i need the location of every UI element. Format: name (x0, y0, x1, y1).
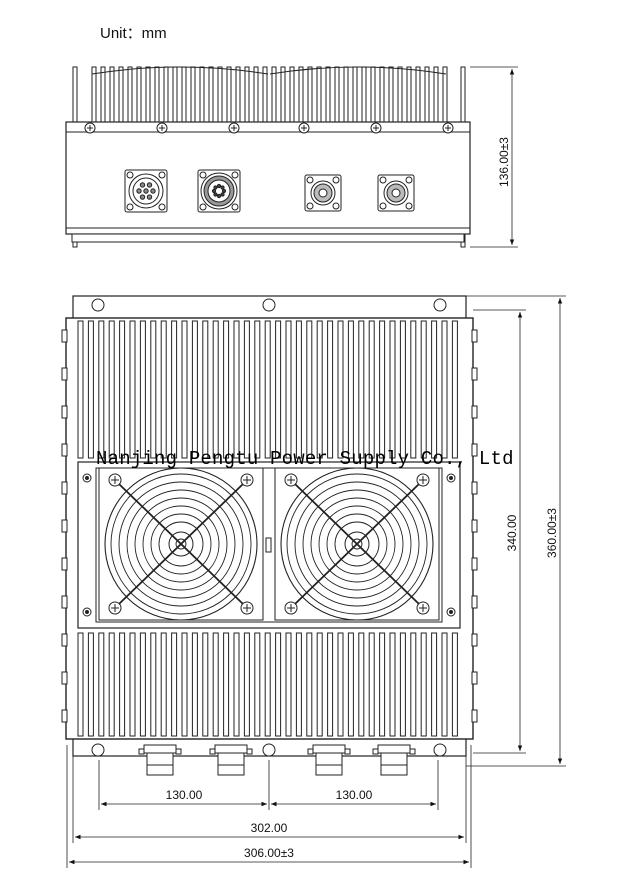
fin (190, 66, 196, 123)
screw-icon (298, 122, 310, 134)
fin (244, 66, 250, 123)
screw-icon (442, 122, 454, 134)
mounting-hole-icon (91, 743, 105, 757)
fin (433, 66, 439, 123)
fin (181, 66, 187, 123)
dim-front-height-label: 136.00±3 (497, 137, 511, 187)
mounting-hole-icon (433, 298, 447, 312)
connector-icon (304, 174, 342, 212)
dim-inner-height-label: 340.00 (505, 514, 519, 551)
screw-icon (156, 122, 168, 134)
connector-icon (377, 174, 415, 212)
fan-icon (274, 467, 440, 621)
fin (208, 66, 214, 123)
fin (271, 66, 277, 123)
dim-outer-height-label: 360.00±3 (545, 508, 559, 558)
top-view (61, 295, 478, 776)
mounting-holes (91, 298, 447, 757)
bottom-connectors (138, 744, 416, 776)
fin (316, 66, 322, 123)
fin (388, 66, 394, 123)
fin (163, 66, 169, 123)
front-view (65, 66, 471, 248)
fin (442, 66, 448, 123)
fin (334, 66, 340, 123)
fin (235, 66, 241, 123)
fin (352, 66, 358, 123)
mounting-hole-icon (433, 743, 447, 757)
heatsink-fins (77, 320, 458, 737)
heatsink-fins-top (91, 66, 448, 123)
fin (370, 66, 376, 123)
connector-icon (307, 744, 351, 776)
dim-outer-width-label: 306.00±3 (244, 846, 294, 860)
fin (379, 66, 385, 123)
fin (172, 66, 178, 123)
screw-icon (446, 607, 456, 617)
fin (280, 66, 286, 123)
connector-icon (372, 744, 416, 776)
screw-icon (228, 122, 240, 134)
connector-icon (124, 169, 168, 213)
fan-icon (98, 467, 264, 621)
fin (118, 66, 124, 123)
fin (136, 66, 142, 123)
fin (109, 66, 115, 123)
fin (145, 66, 151, 123)
connector-icon (197, 169, 241, 213)
screw-icon (82, 473, 92, 483)
fin (298, 66, 304, 123)
fin (217, 66, 223, 123)
company-watermark: Nanjing Pengtu Power Supply Co., Ltd (96, 448, 514, 470)
dim-spacing-right-label: 130.00 (336, 788, 373, 802)
dim-front-height (470, 66, 518, 248)
fin (397, 66, 403, 123)
screw-icon (84, 122, 96, 134)
fin (424, 66, 430, 123)
connector-icon (138, 744, 182, 776)
fin (91, 66, 97, 123)
fin (361, 66, 367, 123)
fin (325, 66, 331, 123)
fin (226, 66, 232, 123)
dim-horizontal-lines (66, 745, 472, 868)
fin (307, 66, 313, 123)
screw-icon (370, 122, 382, 134)
front-connectors (124, 169, 415, 213)
fin (253, 66, 259, 123)
fin (406, 66, 412, 123)
dim-spacing-left-label: 130.00 (166, 788, 203, 802)
side-tabs (61, 329, 478, 723)
screw-icon (82, 607, 92, 617)
fin (415, 66, 421, 123)
mounting-hole-icon (262, 298, 276, 312)
screw-row (84, 122, 454, 134)
mounting-hole-icon (262, 743, 276, 757)
fin (127, 66, 133, 123)
mounting-hole-icon (91, 298, 105, 312)
fin (100, 66, 106, 123)
fan-plate-holes (82, 473, 456, 617)
connector-icon (209, 744, 253, 776)
unit-label: Unit：mm (100, 25, 167, 42)
fin (289, 66, 295, 123)
dim-inner-width-label: 302.00 (251, 821, 288, 835)
dim-vertical-lines (466, 295, 566, 767)
screw-icon (446, 473, 456, 483)
fin (343, 66, 349, 123)
fin (154, 66, 160, 123)
fin (199, 66, 205, 123)
fin (262, 66, 268, 123)
